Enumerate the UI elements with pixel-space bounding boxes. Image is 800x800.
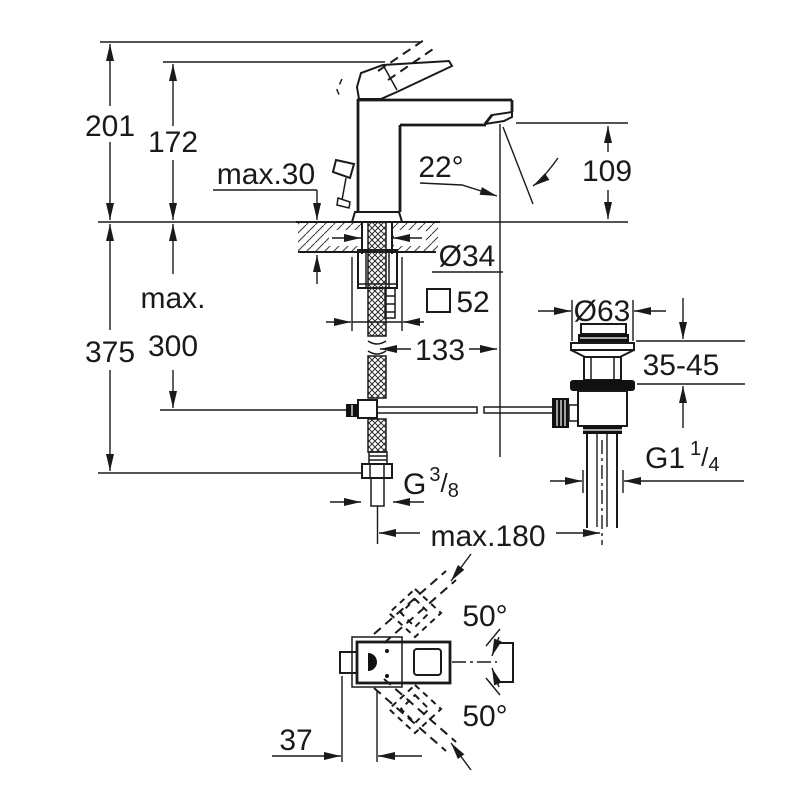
faucet-side-view — [331, 37, 554, 544]
dimension-172: 172 — [148, 64, 198, 220]
handle-top — [413, 648, 442, 676]
dimension-max30: max.30 — [213, 158, 321, 284]
dim-max180-label: max.180 — [430, 520, 545, 553]
dim-max30-label: max.30 — [217, 158, 315, 191]
spout-aerator — [482, 110, 513, 126]
g38-tail — [370, 477, 385, 507]
dim-201-label: 201 — [85, 110, 135, 143]
drain-assembly — [552, 323, 635, 545]
square-symbol — [426, 288, 451, 313]
dimension-dia34: Ø34 — [329, 230, 503, 273]
spray-angle-line — [502, 126, 534, 205]
g38-nut — [361, 463, 393, 479]
spout-tip-top — [339, 651, 358, 674]
base-plate-top — [351, 636, 403, 688]
base-plate — [350, 211, 404, 223]
dim-172-label: 172 — [148, 126, 198, 159]
dim-300-label: 300 — [148, 330, 198, 363]
dimension-37: 37 — [272, 676, 422, 762]
pop-up-lever — [331, 158, 356, 209]
dimension-50-upper: 50° — [450, 553, 508, 657]
dimension-dia63: Ø63 — [538, 295, 666, 341]
dim-37-label: 37 — [279, 724, 312, 757]
drain-flange — [570, 342, 635, 351]
pop-up-rod — [346, 399, 554, 419]
dia-63-label: Ø63 — [574, 295, 631, 328]
faucet-top-view: 50° 50° 37 — [272, 553, 514, 771]
dia-34-label: Ø34 — [439, 240, 496, 273]
dimension-109: 109 — [582, 126, 632, 219]
dimension-22deg: 22° — [418, 126, 559, 205]
dim-133-label: 133 — [415, 334, 465, 367]
angle-22-label: 22° — [418, 151, 463, 184]
dimension-max-300: max. 300 — [140, 224, 206, 408]
dimension-max180: max.180 — [379, 520, 600, 553]
sq-52-label: 52 — [456, 286, 489, 319]
faucet-handle — [355, 59, 454, 100]
reference-lines — [98, 41, 628, 474]
drain-gasket — [570, 380, 635, 391]
dimension-50-lower: 50° — [450, 667, 508, 771]
dimension-375: 375 — [85, 224, 135, 471]
dimension-201: 201 — [85, 44, 135, 220]
dim-35-45-label: 35-45 — [643, 349, 720, 382]
dimension-35-45: 35-45 — [636, 298, 745, 428]
faucet-handle-raised-phantom — [336, 37, 437, 100]
dim-375-label: 375 — [85, 336, 135, 369]
dim-109-label: 109 — [582, 155, 632, 188]
dim-max-label: max. — [140, 282, 205, 315]
angle-50-lower-label: 50° — [462, 700, 507, 733]
angle-50-upper-label: 50° — [462, 600, 507, 633]
handle-swing-phantom — [373, 570, 457, 752]
dimension-133: 133 — [380, 334, 497, 367]
handle-straight-phantom — [497, 642, 514, 683]
aerator-top — [368, 653, 377, 671]
dimension-square52: 52 — [326, 286, 490, 326]
